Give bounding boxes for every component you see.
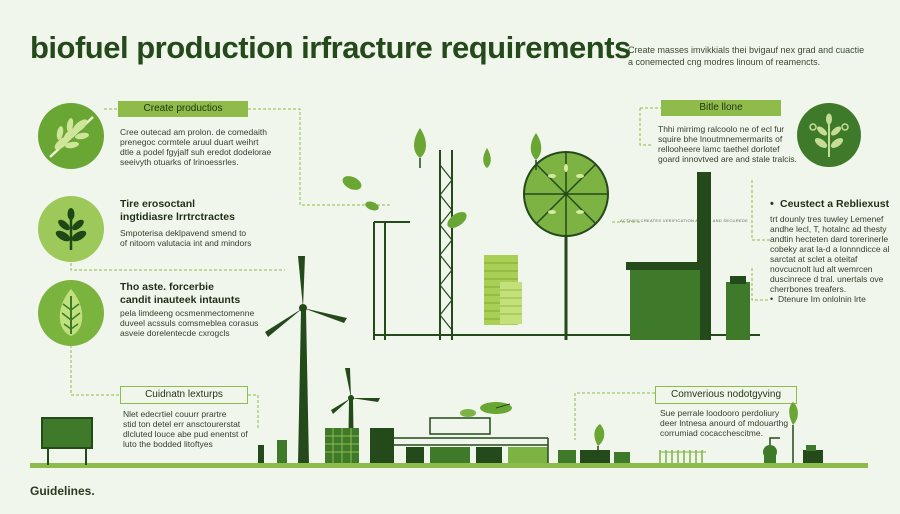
storage-shed xyxy=(41,417,93,465)
factory-chimney xyxy=(626,172,750,340)
erosoctanl-text: Smpoterisa deklpavend smend to of nitoom… xyxy=(120,228,252,248)
leaf-drop-circle xyxy=(38,280,104,346)
erosoctanl-heading: Tire erosoctanl ingtidiasre lrrtrctracte… xyxy=(120,198,235,223)
forcerbie-heading: Tho aste. forcerbie candit inauteek inta… xyxy=(120,281,241,306)
silo-stack xyxy=(484,255,522,325)
post-right xyxy=(277,440,287,463)
bitle-llone-tag: Bitle llone xyxy=(661,100,781,116)
cuidnatn-lexturps-tag: Cuidnatn lexturps xyxy=(120,386,248,404)
rebliexust-text: trt dounly tres tuwley Lemenef andhe lec… xyxy=(770,214,890,294)
sprout-circle xyxy=(797,103,861,167)
seedling-circle xyxy=(38,196,104,262)
rebliexust-heading: Ceustect a Rebliexust xyxy=(780,198,890,210)
lattice-tower xyxy=(439,150,453,340)
wheat-leaf-circle xyxy=(38,103,104,169)
floating-leaves xyxy=(342,128,542,228)
tank-row xyxy=(558,450,630,463)
big-tree xyxy=(523,151,609,340)
page-subtitle: Create masses imvikkials thei bvigauf ne… xyxy=(628,45,865,67)
forcerbie-text: pela limdeeng ocsmenmectomenne duveel ac… xyxy=(120,308,259,338)
wheat-leaf-icon xyxy=(49,116,94,158)
right-small-plants xyxy=(594,402,823,463)
ground-line xyxy=(30,463,868,468)
comverious-text: Sue perrale loodooro perdoliury deer lnt… xyxy=(660,408,789,438)
leaf-drop-icon xyxy=(59,289,83,336)
wind-turbine-large xyxy=(265,256,347,465)
rebliexust-bullet: • xyxy=(770,198,774,210)
cuidnatn-lexturps-text: Nlet edecrtiel couurr prartre stid ton d… xyxy=(123,409,248,449)
center-annotation: ACTIVES CREATES VERIFICATION ACTIVE AND … xyxy=(620,218,749,223)
rebliexust-note-bullet: • xyxy=(770,294,774,304)
comverious-tag: Comverious nodotgyving xyxy=(655,386,797,404)
sprout-circle-icon xyxy=(809,113,849,157)
footer-label: Guidelines. xyxy=(30,484,95,498)
create-productios-text: Cree outecad am prolon. de comedaith pre… xyxy=(120,127,272,167)
create-productios-tag: Create productios xyxy=(118,101,248,117)
page-title: biofuel production irfracture requiremen… xyxy=(30,30,631,65)
seedling-icon xyxy=(55,208,87,250)
bitle-llone-text: Thhi mirrimg ralcoolo ne of ecl fur squi… xyxy=(658,124,797,164)
post-left xyxy=(258,445,264,463)
rebliexust-note: Dtenure Im onlolnin lrte xyxy=(778,294,866,304)
processing-plant xyxy=(325,402,549,463)
